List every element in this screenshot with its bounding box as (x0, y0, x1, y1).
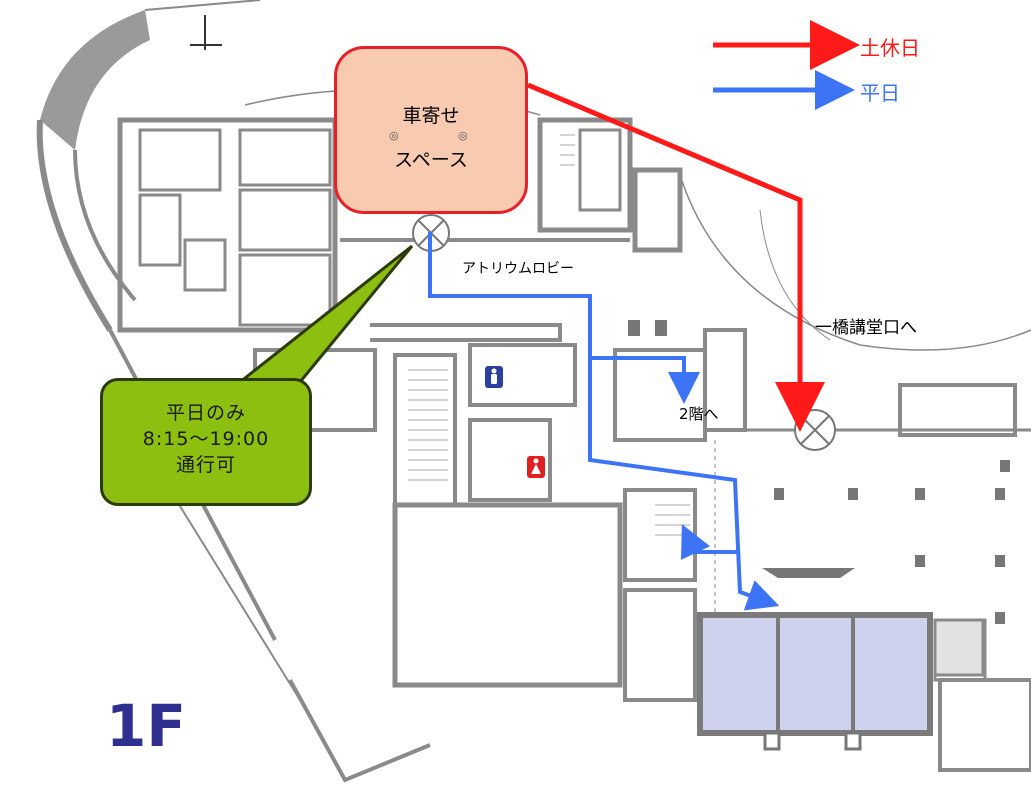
to-2f-label: 2階へ (679, 405, 719, 423)
weekday-route-stairs (681, 524, 738, 560)
womens-restroom-icon (527, 456, 545, 478)
pickup-area: 車寄せ ◎ ◎ スペース (334, 46, 528, 214)
weekend-route (527, 82, 825, 432)
callout-pointer (235, 244, 414, 384)
mens-restroom-icon (485, 366, 503, 388)
callout-line1: 平日のみ (165, 402, 246, 424)
revolving-door-icon (412, 214, 836, 451)
pickup-area-label-line2: スペース (394, 149, 468, 171)
conference-rooms (697, 612, 985, 751)
floor-label: 1F (106, 692, 186, 760)
legend-weekend-label: 土休日 (860, 36, 920, 60)
callout-line3: 通行可 (175, 454, 236, 476)
weekday-route-main (428, 232, 780, 611)
legend-weekday-label: 平日 (860, 81, 900, 105)
pickup-area-label-line1: 車寄せ (402, 105, 460, 127)
atrium-lobby-label: アトリウムロビー (462, 261, 574, 277)
callout-line2: 8:15〜19:00 (142, 428, 270, 450)
weekday-route-2f (590, 356, 700, 404)
pickup-markers: ◎ ◎ (389, 129, 468, 142)
to-hitotsubashi-hall-label: 一橋講堂口へ (815, 318, 917, 338)
weekday-hours-callout: 平日のみ 8:15〜19:00 通行可 (100, 378, 312, 506)
